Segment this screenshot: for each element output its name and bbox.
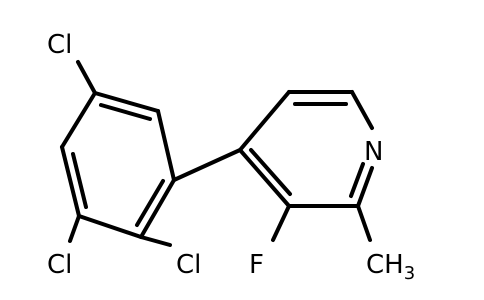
double-bond-c1-c2 <box>99 103 152 121</box>
methyl-subscript: 3 <box>404 263 415 284</box>
bond-c4-c5 <box>77 214 143 239</box>
bond-p3-p4 <box>238 148 291 208</box>
bond-cl-bottom-left <box>68 214 81 243</box>
bond-c3-c4 <box>139 178 176 239</box>
bond-cl-top <box>76 60 97 95</box>
atom-n: N <box>364 137 383 167</box>
bond-c5-c6 <box>60 145 81 218</box>
bond-p6-n <box>350 90 374 130</box>
bond-fluoro <box>271 204 291 242</box>
atom-cl-bottom-mid: Cl <box>176 250 201 280</box>
methyl-carbon-label: CH <box>366 250 404 280</box>
double-bond-c5-c6 <box>71 152 88 209</box>
atom-f: F <box>249 250 264 280</box>
atom-cl-top: Cl <box>47 30 72 60</box>
bond-methyl <box>356 204 372 242</box>
bond-c1-c2 <box>93 91 160 113</box>
bond-c6-c1 <box>60 91 97 149</box>
atom-methyl: CH3 <box>366 250 415 284</box>
bond-c2-c3 <box>156 109 176 182</box>
atom-cl-bottom-left: Cl <box>47 250 72 280</box>
double-bond-c3-c4 <box>135 179 165 227</box>
bond-n-p2 <box>356 166 374 208</box>
double-bond-n-p2 <box>349 162 365 198</box>
pyridine-ring <box>238 90 374 208</box>
bond-biaryl <box>172 148 242 182</box>
double-bond-p3-p4 <box>249 148 292 196</box>
bond-cl-bottom-mid <box>139 235 172 247</box>
phenyl-ring <box>60 91 176 239</box>
bond-p4-p5 <box>238 90 291 152</box>
